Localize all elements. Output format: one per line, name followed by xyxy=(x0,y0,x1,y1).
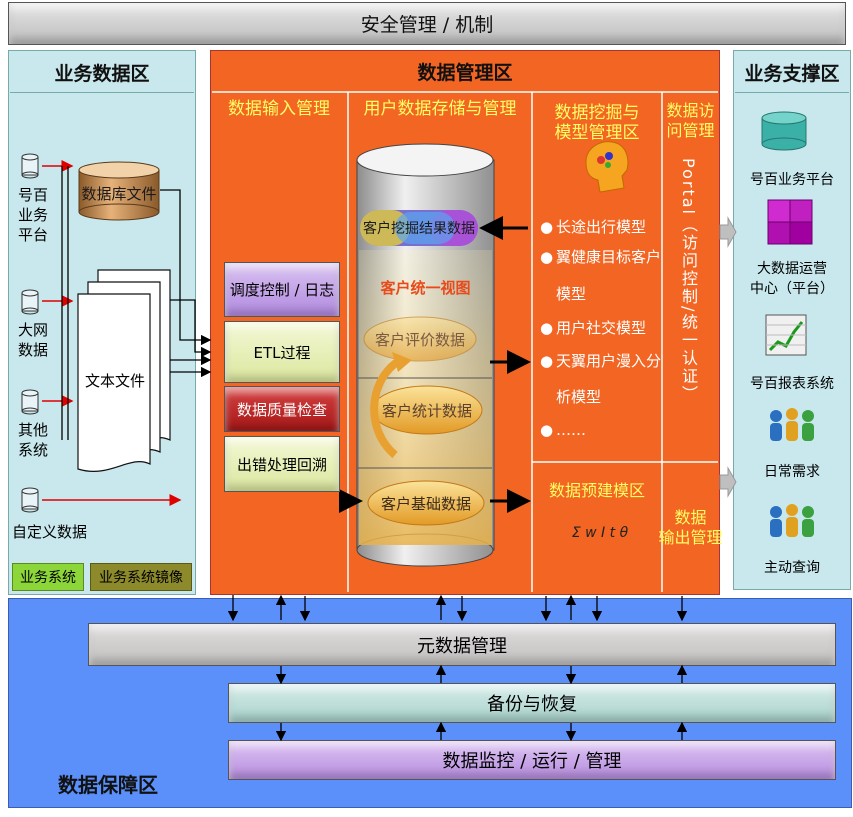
legend-business-system: 业务系统 xyxy=(12,563,84,591)
source-db-icons xyxy=(21,153,39,513)
source-db-icon xyxy=(21,389,39,415)
text-file-label: 文本文件 xyxy=(84,371,145,390)
bullet-icon: ● xyxy=(540,352,554,370)
support-title: 业务支撑区 xyxy=(744,62,840,85)
step-label: 出错处理回溯 xyxy=(236,455,327,474)
access-title: 数据访 问管理 xyxy=(666,101,715,140)
source-label-network: 大网 数据 xyxy=(18,321,49,359)
input-step-etl: ETL过程 xyxy=(224,321,340,383)
support-inner xyxy=(735,92,849,94)
chart-report-icon xyxy=(765,314,807,356)
portal-label: Portal（访问控制/统一认证） xyxy=(679,158,698,404)
source-red-arrows xyxy=(42,160,182,506)
support-arrows xyxy=(719,216,737,498)
people-group-icon xyxy=(770,408,814,441)
warehouse-formula: Σ w I t θ xyxy=(571,525,629,541)
mining-model-item: ●翼健康目标客户 模型 xyxy=(540,239,662,313)
bar-label: 元数据管理 xyxy=(417,635,507,657)
cube-icon xyxy=(767,199,813,245)
bullet-icon: ● xyxy=(540,248,554,266)
input-step-quality: 数据质量检查 xyxy=(224,386,340,432)
security-bar: 安全管理 / 机制 xyxy=(8,2,846,45)
bullet-icon: ● xyxy=(540,218,554,236)
legend-business-mirror: 业务系统镜像 xyxy=(90,563,192,591)
support-label-daily: 日常需求 xyxy=(764,464,820,480)
mining-model-list: ●长途出行模型 ●翼健康目标客户 模型 ●用户社交模型 ●天翼用户漫入分 析模型… xyxy=(540,215,662,445)
bullet-icon: ● xyxy=(540,319,554,337)
database-file-icon xyxy=(78,161,160,221)
legend-label: 业务系统镜像 xyxy=(99,570,183,586)
step-label: 数据质量检查 xyxy=(236,400,327,419)
step-label: ETL过程 xyxy=(253,343,311,362)
brain-head-icon xyxy=(585,141,629,193)
source-db-icon xyxy=(21,153,39,179)
people-group-icon xyxy=(770,504,814,537)
db-file-label: 数据库文件 xyxy=(81,184,157,203)
warehouse-title: 数据预建模区 xyxy=(548,481,645,500)
bar-label: 数据监控 / 运行 / 管理 xyxy=(442,751,622,772)
support-label-bigdata: 大数据运营 中心（平台） xyxy=(750,261,834,297)
source-db-icon xyxy=(21,487,39,513)
source-label-custom: 自定义数据 xyxy=(12,523,88,541)
mining-result-pill xyxy=(360,210,478,246)
input-title: 数据输入管理 xyxy=(228,99,330,119)
guarantee-title: 数据保障区 xyxy=(58,773,158,797)
output-title: 数据 输出管理 xyxy=(658,508,723,547)
management-title: 数据管理区 xyxy=(417,61,513,84)
guarantee-bar-metadata: 元数据管理 xyxy=(88,623,836,666)
mining-title: 数据挖掘与 模型管理区 xyxy=(554,103,640,143)
support-label-query: 主动查询 xyxy=(764,560,820,576)
database-cylinder-icon xyxy=(761,111,807,151)
mining-model-item: ●用户社交模型 xyxy=(540,313,662,343)
step-label: 调度控制 / 日志 xyxy=(229,281,335,299)
business-data-inner xyxy=(10,92,194,562)
guarantee-bar-backup: 备份与恢复 xyxy=(228,683,836,723)
source-label-haobai: 号百 业务 平台 xyxy=(18,186,49,244)
mining-result-label: 客户挖掘结果数据 xyxy=(363,221,475,237)
bar-label: 备份与恢复 xyxy=(487,694,577,715)
legend-label: 业务系统 xyxy=(20,570,76,586)
input-step-scheduling: 调度控制 / 日志 xyxy=(224,262,340,317)
source-db-icon xyxy=(21,289,39,315)
left-connectors xyxy=(61,166,212,440)
guarantee-bar-monitor: 数据监控 / 运行 / 管理 xyxy=(228,740,836,780)
security-label: 安全管理 / 机制 xyxy=(360,14,494,36)
input-step-error: 出错处理回溯 xyxy=(224,436,340,492)
basic-label: 客户基础数据 xyxy=(380,494,471,513)
support-label-haobai: 号百业务平台 xyxy=(750,172,834,188)
bullet-icon: ● xyxy=(540,421,554,439)
unified-view-label: 客户统一视图 xyxy=(380,278,471,297)
flow-arrows xyxy=(339,216,531,513)
mining-model-item: ●天翼用户漫入分 析模型 xyxy=(540,343,662,415)
text-file-stack-icon xyxy=(77,269,171,472)
mining-model-item: ●…… xyxy=(540,415,662,445)
support-label-report: 号百报表系统 xyxy=(750,376,834,392)
business-data-title: 业务数据区 xyxy=(54,62,150,85)
statistics-label: 客户统计数据 xyxy=(381,401,472,420)
evaluation-label: 客户评价数据 xyxy=(374,330,465,349)
source-label-other: 其他 系统 xyxy=(18,421,49,459)
mining-model-item: ●长途出行模型 xyxy=(540,215,662,239)
guarantee-connectors xyxy=(227,594,688,742)
cycle-arrow-icon xyxy=(370,356,403,459)
storage-title: 用户数据存储与管理 xyxy=(363,99,517,119)
storage-layers xyxy=(363,316,485,526)
